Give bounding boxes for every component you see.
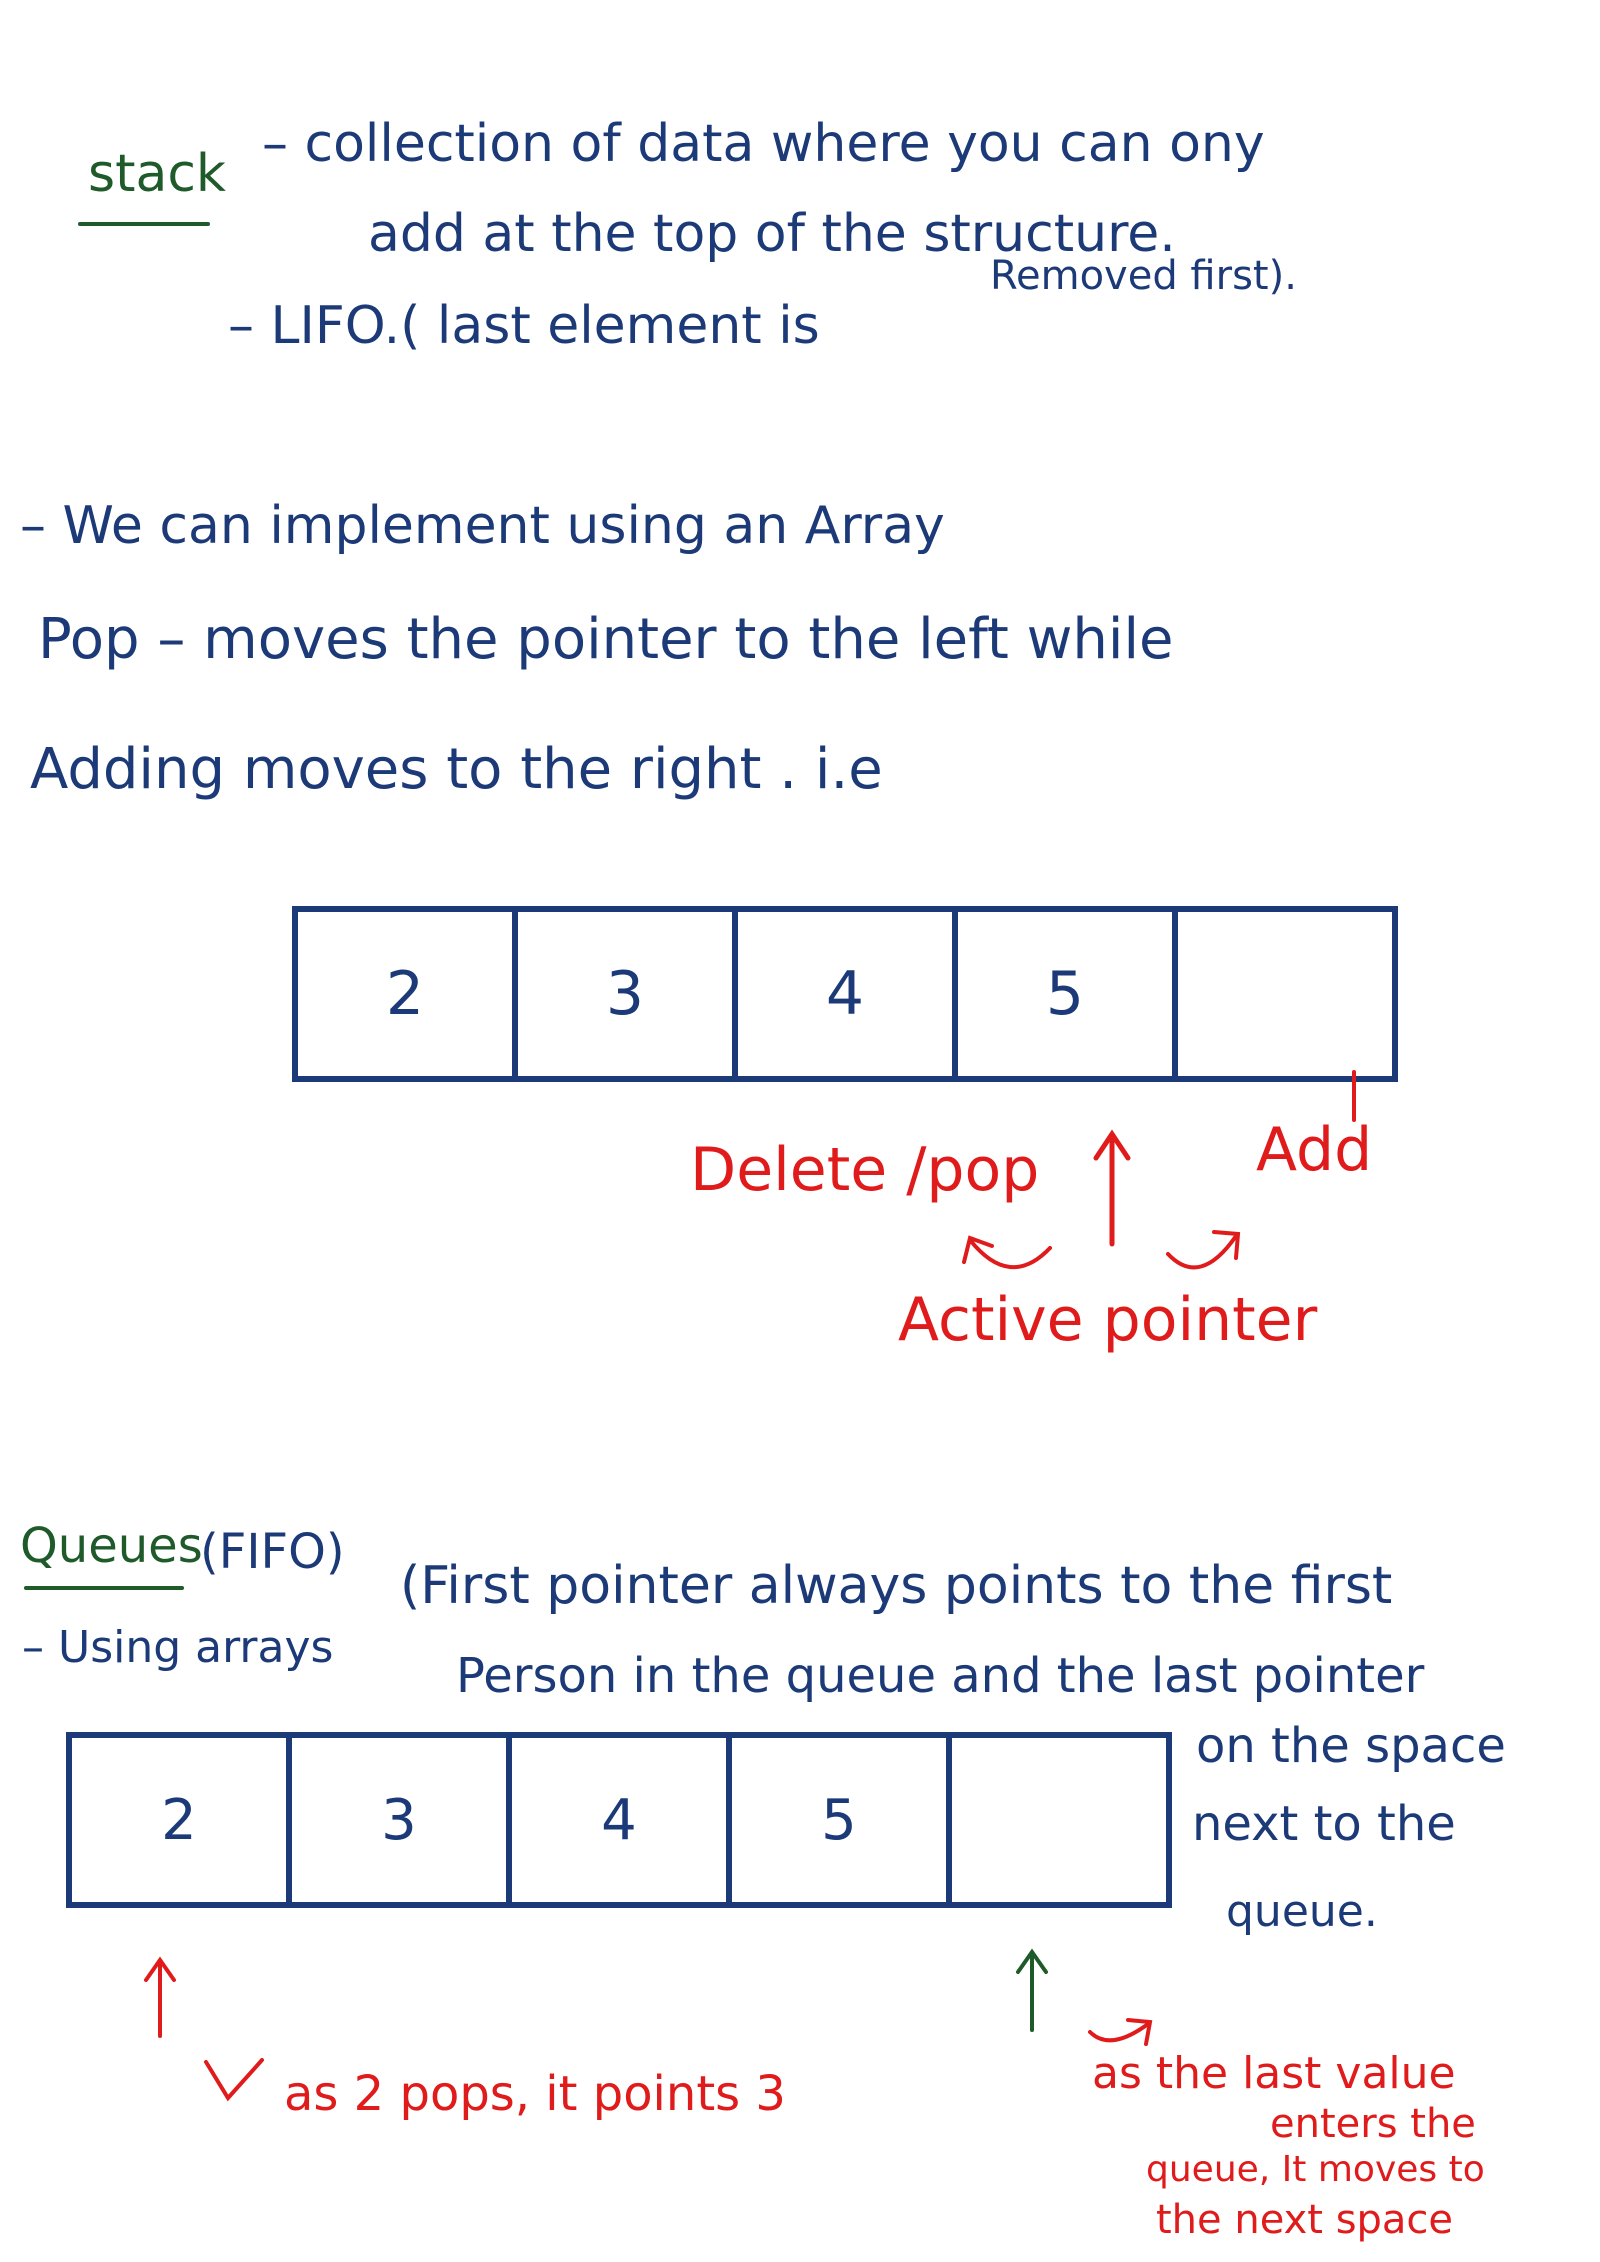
queue-note-line1: (First pointer always points to the firs… [400, 1556, 1393, 1616]
stack-cell: 3 [512, 912, 732, 1076]
last-pointer-note-line1: as the last value [1092, 2048, 1456, 2099]
queue-cell: 2 [72, 1738, 286, 1902]
last-pointer-up-arrow [1016, 1948, 1048, 2032]
queue-cell: 4 [506, 1738, 726, 1902]
add-label: Add [1256, 1115, 1373, 1185]
queue-heading-suffix: (FIFO) [200, 1524, 345, 1580]
stack-cell-value: 3 [605, 959, 645, 1029]
stack-cell [1172, 912, 1392, 1076]
stack-cell-value: 5 [1045, 959, 1085, 1029]
queue-note-line2: Person in the queue and the last pointer [456, 1648, 1425, 1704]
first-pointer-note: as 2 pops, it points 3 [284, 2066, 786, 2122]
queue-note-line3: on the space [1196, 1718, 1506, 1774]
queue-cell: 5 [726, 1738, 946, 1902]
stack-cell: 4 [732, 912, 952, 1076]
stack-definition-line2: add at the top of the structure. [368, 204, 1176, 264]
stack-heading-underline [78, 222, 210, 226]
stack-definition-line1: – collection of data where you can ony [262, 114, 1265, 174]
queue-heading: Queues [20, 1518, 203, 1574]
stack-cell-value: 2 [385, 959, 425, 1029]
queue-cell-value: 5 [821, 1787, 857, 1853]
queue-cell-value: 2 [161, 1787, 197, 1853]
queue-cell-value: 3 [381, 1787, 417, 1853]
queue-using-line: – Using arrays [22, 1622, 334, 1673]
active-pointer-up-arrow [1093, 1129, 1131, 1247]
first-pointer-check-arrow [204, 2058, 264, 2102]
queue-heading-underline [24, 1586, 184, 1590]
queue-cell-value: 4 [601, 1787, 637, 1853]
last-pointer-note-line4: the next space [1156, 2197, 1454, 2243]
stack-lifo-note: Removed first). [990, 253, 1297, 299]
stack-cell: 2 [298, 912, 512, 1076]
pop-curved-arrow [962, 1235, 1052, 1270]
delete-pop-label: Delete /pop [690, 1135, 1040, 1205]
stack-cell-value: 4 [825, 959, 865, 1029]
last-pointer-check-arrow [1088, 2018, 1153, 2046]
active-pointer-label: Active pointer [898, 1285, 1318, 1355]
queue-cell [946, 1738, 1166, 1902]
add-curved-arrow [1166, 1230, 1241, 1270]
stack-pop-line: Pop – moves the pointer to the left whil… [38, 607, 1174, 672]
stack-lifo-line: – LIFO.( last element is [228, 296, 820, 356]
last-pointer-note-line3: queue, It moves to [1146, 2149, 1485, 2190]
first-pointer-up-arrow [144, 1956, 176, 2038]
stack-cell: 5 [952, 912, 1172, 1076]
stack-heading: stack [88, 144, 227, 204]
queue-cell: 3 [286, 1738, 506, 1902]
queue-array: 2 3 4 5 [66, 1732, 1172, 1908]
stack-adding-line: Adding moves to the right . i.e [30, 737, 883, 802]
stack-array: 2 3 4 5 [292, 906, 1398, 1082]
last-pointer-note-line2: enters the [1270, 2101, 1476, 2147]
stack-implement-line: – We can implement using an Array [20, 496, 945, 556]
queue-note-line5: queue. [1226, 1886, 1378, 1937]
queue-note-line4: next to the [1192, 1796, 1456, 1852]
